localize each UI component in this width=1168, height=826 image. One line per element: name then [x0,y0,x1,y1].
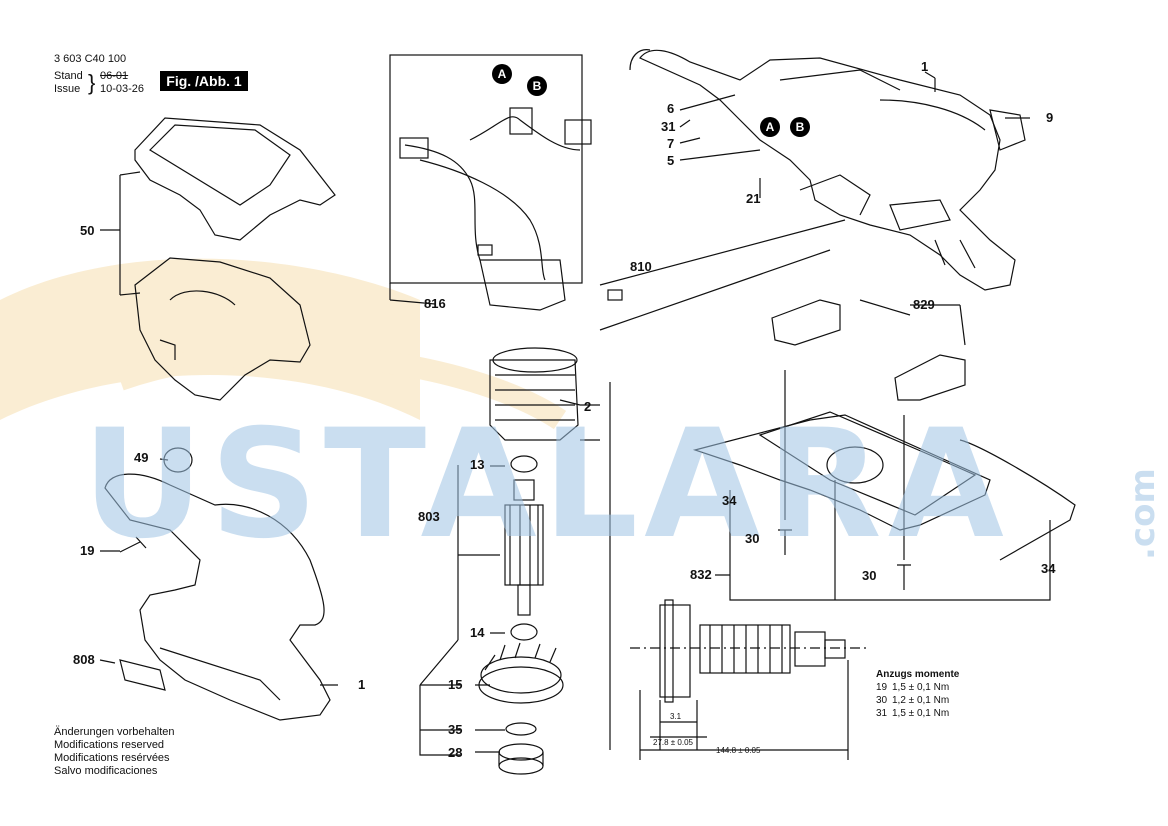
part-label-6: 6 [667,101,675,116]
issue-value: 10-03-26 [100,83,145,95]
torque-row: 30 1,2 ± 0,1 Nm [876,694,959,707]
part-label-808: 808 [73,652,95,667]
watermark-suffix: .com [1123,468,1163,560]
base-plate [692,411,1076,561]
part-label-35: 35 [448,722,463,737]
part-label-49: 49 [134,450,149,465]
issue-label: Issue [54,83,81,95]
stator [489,347,579,441]
bracket-motor [419,639,460,756]
dust-box-cover [134,117,336,241]
part-label-14: 14 [470,625,485,640]
torque-part: 19 [876,682,888,693]
part-label-19: 19 [80,543,95,558]
dust-box [134,257,311,401]
part-label-31: 31 [661,119,676,134]
part-label-5: 5 [667,153,675,168]
housing-top [629,49,1016,291]
torque-part: 30 [876,695,888,706]
paper-clamp-808 [119,659,166,691]
connector-a-badge-2: A [760,117,780,137]
part-label-21: 21 [746,191,761,206]
part-label-30-top: 30 [745,531,760,546]
note-line: Salvo modificaciones [54,765,158,777]
torque-row: 19 1,5 ± 0,1 Nm [876,681,959,694]
note-line: Änderungen vorbehalten [54,726,175,738]
armature-dimension-view [630,599,870,760]
torque-part: 31 [876,708,888,719]
dimension-27-8: 27.8 ± 0.05 [653,738,693,747]
connector-b-badge-2: B [790,117,810,137]
torque-table: Anzugs momente 19 1,5 ± 0,1 Nm 30 1,2 ± 0,… [876,668,959,720]
figure-label: Fig. /Abb. 1 [160,71,248,91]
part-label-1-top: 1 [921,59,929,74]
stand-value: 06-01 [100,70,129,82]
watermark-text: USTALARA [82,398,1010,572]
watermark-swoosh [0,258,567,430]
bearing-28 [498,743,544,775]
clamp-829 [771,299,966,401]
wiring-harness [389,54,623,311]
part-label-7: 7 [667,136,675,151]
dimension-3-1: 3.1 [670,712,682,721]
torque-value: 1,5 ± 0,1 Nm [892,708,950,719]
bearing-14 [510,623,538,641]
part-label-30-bottom: 30 [862,568,877,583]
connector-a-badge: A [492,64,512,84]
part-label-50: 50 [80,223,95,238]
part-label-34-left: 34 [722,493,737,508]
paper-clamp-9 [989,109,1026,151]
part-label-832: 832 [690,567,712,582]
washer-35 [505,722,537,736]
part-label-1-body: 1 [358,677,366,692]
part-label-34-right: 34 [1041,561,1056,576]
part-label-13: 13 [470,457,485,472]
part-label-810: 810 [630,259,652,274]
screw-30-bottom [897,564,911,590]
fan [478,642,564,704]
torque-row: 31 1,5 ± 0,1 Nm [876,707,959,720]
part-label-9: 9 [1046,110,1054,125]
armature [504,479,544,616]
bracket-803 [457,465,500,640]
part-label-28: 28 [448,745,463,760]
document-number: 3 603 C40 100 [54,53,127,65]
screw-19 [119,536,147,553]
torque-title: Anzugs momente [876,669,960,680]
connector-b-badge: B [527,76,547,96]
note-line: Modifications resérvées [54,752,170,764]
torque-value: 1,5 ± 0,1 Nm [892,682,950,693]
note-line: Modifications reserved [54,739,165,751]
part-label-15: 15 [448,677,463,692]
brace-glyph: } [88,70,96,95]
bearing-13 [510,455,538,473]
part-label-2: 2 [584,399,592,414]
part-label-803: 803 [418,509,440,524]
torque-value: 1,2 ± 0,1 Nm [892,695,950,706]
dimension-144-8: 144.8 ± 0.05 [716,746,761,755]
screw-30-top [778,529,792,555]
part-label-816: 816 [424,296,446,311]
stand-label: Stand [54,70,83,82]
part-label-829: 829 [913,297,935,312]
